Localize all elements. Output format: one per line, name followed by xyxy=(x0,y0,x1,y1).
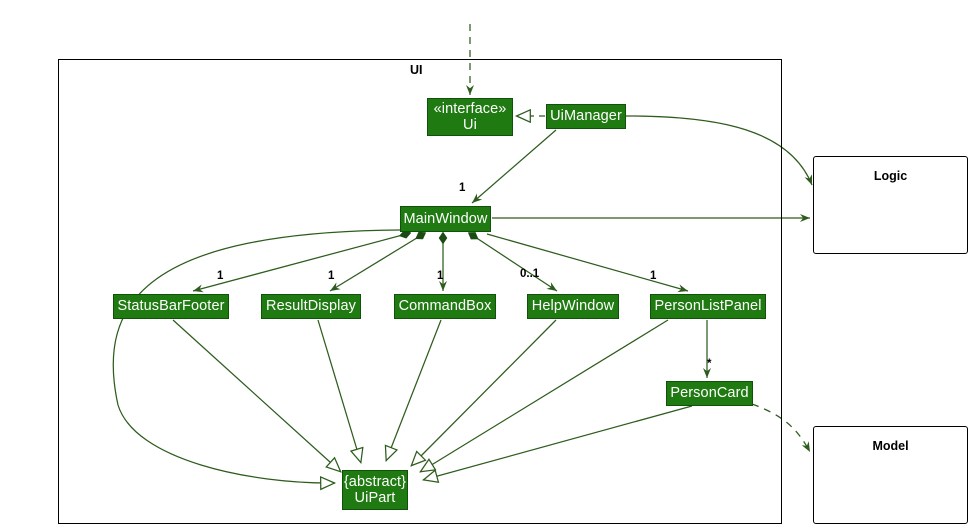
class-box-ui[interactable]: «interface» Ui xyxy=(427,98,513,136)
relation-statusbarfooter-inherits-uipart xyxy=(172,319,342,473)
class-name-personlistpanel: PersonListPanel xyxy=(654,298,762,315)
class-box-statusbarfooter[interactable]: StatusBarFooter xyxy=(113,294,229,319)
relation-personcard-to-model xyxy=(751,403,811,453)
relation-mainwindow-inherits-uipart xyxy=(112,229,401,491)
class-box-helpwindow[interactable]: HelpWindow xyxy=(527,294,619,319)
class-name-ui: Ui xyxy=(463,117,477,133)
relation-commandbox-inherits-uipart xyxy=(384,319,442,462)
class-stereotype-ui: «interface» xyxy=(433,100,507,117)
multiplicity-personlistpanel-personcard: * xyxy=(707,358,712,370)
multiplicity-mainwindow-commandbox: 1 xyxy=(437,270,444,282)
class-name-uimanager: UiManager xyxy=(550,108,622,125)
class-name-commandbox: CommandBox xyxy=(398,298,492,315)
multiplicity-uimanager-mainwindow: 1 xyxy=(459,182,466,194)
relation-uimanager-to-logic xyxy=(625,115,813,186)
relation-mainwindow-to-personlistpanel xyxy=(486,233,689,293)
multiplicity-mainwindow-personlistpanel: 1 xyxy=(650,270,657,282)
class-box-resultdisplay[interactable]: ResultDisplay xyxy=(261,294,361,319)
relation-personcard-inherits-uipart xyxy=(422,405,693,483)
multiplicity-mainwindow-helpwindow: 0..1 xyxy=(520,268,540,280)
class-name-uipart: UiPart xyxy=(354,490,396,506)
class-name-statusbarfooter: StatusBarFooter xyxy=(117,298,225,315)
class-name-personcard: PersonCard xyxy=(670,385,749,402)
multiplicity-mainwindow-resultdisplay: 1 xyxy=(328,270,335,282)
multiplicity-mainwindow-statusbarfooter: 1 xyxy=(217,270,224,282)
external-box-model-label: Model xyxy=(872,439,909,453)
class-stereotype-uipart: {abstract} xyxy=(343,473,407,490)
relation-uimanager-to-mainwindow xyxy=(471,129,557,204)
class-box-uipart[interactable]: {abstract} UiPart xyxy=(342,470,408,510)
class-name-mainwindow: MainWindow xyxy=(403,210,488,227)
class-box-mainwindow[interactable]: MainWindow xyxy=(400,206,491,232)
relation-helpwindow-inherits-uipart xyxy=(410,319,557,467)
class-box-personcard[interactable]: PersonCard xyxy=(666,381,753,406)
class-box-commandbox[interactable]: CommandBox xyxy=(394,294,496,319)
class-box-personlistpanel[interactable]: PersonListPanel xyxy=(650,294,766,319)
class-box-uimanager[interactable]: UiManager xyxy=(546,104,626,129)
external-box-logic-label: Logic xyxy=(873,169,908,183)
external-box-logic[interactable]: Logic xyxy=(813,156,968,254)
relation-mainwindow-to-resultdisplay xyxy=(329,233,425,292)
class-name-resultdisplay: ResultDisplay xyxy=(266,298,356,315)
package-ui-frame xyxy=(58,59,782,524)
external-box-model[interactable]: Model xyxy=(813,426,968,524)
package-ui-title: UI xyxy=(410,63,423,77)
relation-mainwindow-to-helpwindow xyxy=(469,233,558,292)
class-name-helpwindow: HelpWindow xyxy=(531,298,615,315)
relation-personlistpanel-inherits-uipart xyxy=(419,319,669,473)
relation-resultdisplay-inherits-uipart xyxy=(317,319,364,464)
